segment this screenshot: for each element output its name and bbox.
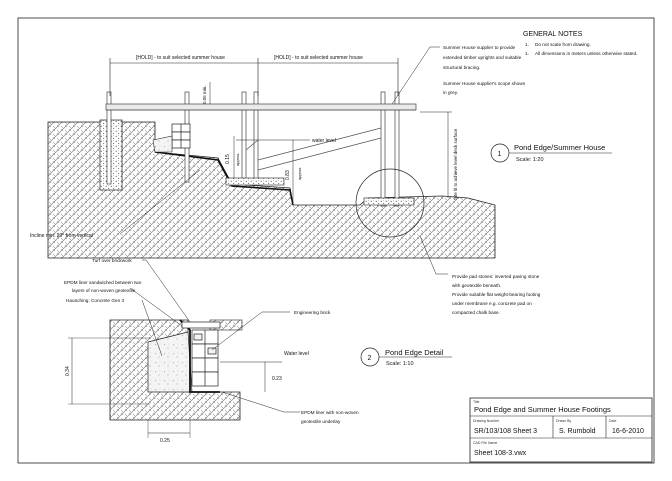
pad-note-l3: Provide suitable flat weight-bearing foo…	[452, 292, 541, 297]
view-title-1: 1 Pond Edge/Summer House Scale: 1:20	[490, 143, 612, 163]
pad-note-l5: compacted chalk base.	[452, 310, 500, 315]
haunch-upper	[152, 135, 173, 153]
detail-haunch	[147, 331, 193, 393]
incline-leader	[119, 169, 201, 235]
scope-note-l2: in grey.	[443, 90, 458, 95]
detail-turf	[181, 321, 221, 329]
view-2-number: 2	[368, 355, 372, 362]
dim-083: 0.83	[285, 170, 291, 180]
tb-cad-file: Sheet 108-3.vwx	[474, 450, 527, 457]
supplier-note-l2: extended timber uprights and suitable	[443, 55, 522, 60]
hold-dimension-lines	[109, 58, 399, 96]
detail-callout-circle	[355, 168, 425, 238]
detail-dim-025: 0.25	[160, 438, 170, 444]
epdm-leader	[129, 287, 183, 327]
tb-title: Pond Edge and Summer House Footings	[474, 405, 611, 414]
pad-stone-right	[363, 197, 415, 206]
scope-note-l1: Summer House supplier's scope shown	[443, 81, 526, 86]
tb-drawing-number: SR/103/108 Sheet 3	[474, 428, 537, 435]
supplier-leader	[391, 46, 440, 105]
tb-date-label: Date	[609, 419, 616, 423]
structural-bracing	[245, 127, 382, 171]
view-1-number: 1	[498, 151, 502, 158]
view-2-scale: Scale: 1:10	[386, 361, 414, 367]
turf-note: Turf over brickwork	[92, 258, 132, 263]
tb-title-label: Title	[473, 400, 480, 404]
tb-date: 16-6-2010	[612, 428, 644, 435]
tb-drawing-number-label: Drawing Number	[473, 419, 500, 423]
pad-note-l2: with geotextile beneath.	[452, 283, 501, 288]
general-note-2-num: 1.	[525, 51, 529, 56]
dim-015: 0.15	[225, 154, 231, 164]
tb-drawn-by: S. Rumbold	[559, 428, 596, 435]
hold-right-label: [HOLD] - to suit selected summer house	[274, 55, 363, 61]
upper-section-view: [HOLD] - to suit selected summer house […	[30, 45, 541, 315]
view-1-title: Pond Edge/Summer House	[514, 143, 605, 152]
title-block: Title Pond Edge and Summer House Footing…	[469, 397, 653, 463]
detail-dim-034: 0.34	[65, 366, 71, 376]
pad-stone-left	[225, 177, 285, 186]
supplier-note-l3: structural bracing.	[443, 65, 480, 70]
view-1-scale: Scale: 1:20	[516, 157, 544, 163]
epdm-under-leader	[221, 391, 300, 413]
deck-surface	[105, 103, 417, 111]
pad-note-l4: under membrane e.g. concrete pad on	[452, 301, 532, 306]
view-title-2: 2 Pond Edge Detail Scale: 1:10	[360, 347, 452, 367]
title-block-frame	[469, 397, 653, 463]
general-notes-heading: GENERAL NOTES	[523, 31, 583, 38]
pad-leader	[419, 235, 448, 275]
incline-note: Incline min. 20° from vertical	[30, 233, 93, 239]
general-note-1-num: 1.	[525, 42, 529, 47]
dim-083-note: approx.	[297, 167, 302, 180]
brick-edge	[171, 123, 191, 149]
epdm-under-l2: geotextile underlay	[301, 419, 341, 424]
supplier-note-l1: Summer House supplier to provide	[443, 45, 516, 50]
epdm-note-l2: layers of non-woven geotextile	[72, 288, 136, 293]
site-note: Site lit to achieve level deck surface	[453, 128, 458, 200]
haunch-leader	[141, 299, 163, 357]
hold-left-label: [HOLD] - to suit selected summer house	[136, 55, 225, 61]
pond-liner-line	[154, 151, 294, 206]
eng-brick-leader	[211, 311, 290, 351]
pad-note-l1: Provide pad stones: inverted paving ston…	[452, 274, 540, 279]
general-notes: GENERAL NOTES 1. Do not scale from drawi…	[523, 31, 637, 56]
general-note-1-text: Do not scale from drawing.	[535, 42, 591, 47]
epdm-under-l1: EPDM liner with non-woven	[301, 410, 359, 415]
turf-leader	[142, 259, 191, 323]
tb-cad-label: CAD File Name	[473, 441, 497, 445]
eng-brick-note: Engineering brick	[294, 310, 331, 315]
water-level-upper: water level	[312, 138, 336, 144]
detail-engineering-bricks	[191, 329, 219, 387]
epdm-note-l1: EPDM liner sandwiched between two	[64, 280, 142, 285]
haunch-note: Haunching: Concrete Gen 3	[66, 298, 125, 303]
general-note-2-text: All dimensions in meters unless otherwis…	[535, 51, 637, 56]
view-2-title: Pond Edge Detail	[385, 348, 444, 357]
dim-015-note: approx.	[235, 153, 240, 166]
tb-drawn-by-label: Drawn By	[556, 419, 571, 423]
detail-water-level: Water level	[284, 351, 309, 357]
sheet-border	[17, 17, 655, 464]
lower-detail-view: 0.34 0.23 0.25 Water level Turf over bri…	[64, 258, 359, 444]
detail-dim-023: 0.23	[272, 376, 282, 382]
dim-005: 0.05 min.	[202, 85, 207, 104]
